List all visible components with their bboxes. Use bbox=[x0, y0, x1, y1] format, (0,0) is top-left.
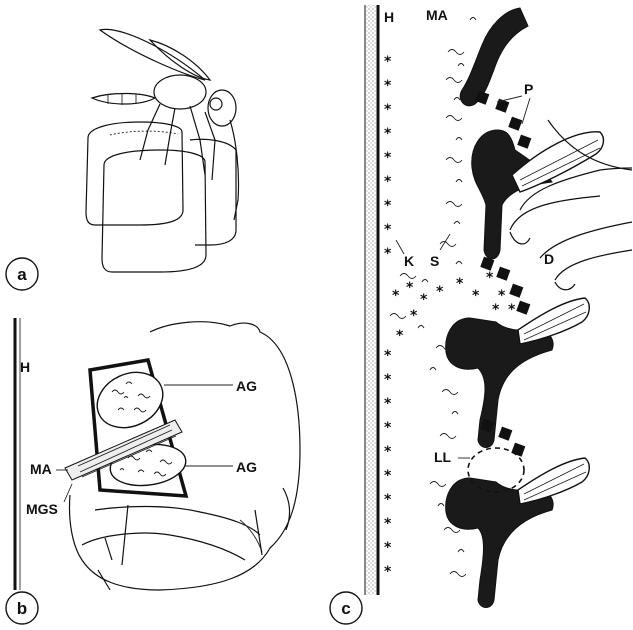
svg-text:*: * bbox=[384, 396, 392, 412]
svg-text:*: * bbox=[384, 150, 392, 166]
panel-a: a bbox=[6, 29, 239, 290]
panel-b: H bbox=[6, 318, 300, 624]
svg-text:*: * bbox=[384, 372, 392, 388]
b-label-AG-upper: AG bbox=[236, 378, 257, 394]
panel-a-letter: a bbox=[17, 265, 27, 284]
svg-text:*: * bbox=[384, 444, 392, 460]
svg-text:*: * bbox=[384, 126, 392, 142]
svg-text:*: * bbox=[392, 288, 400, 304]
svg-text:*: * bbox=[384, 174, 392, 190]
svg-text:*: * bbox=[456, 276, 464, 292]
svg-text:*: * bbox=[384, 246, 392, 262]
c-label-K: K bbox=[404, 253, 414, 269]
panel-b-letter: b bbox=[17, 599, 27, 618]
b-label-MGS: MGS bbox=[26, 501, 58, 517]
svg-text:*: * bbox=[384, 54, 392, 70]
c-label-D: D bbox=[544, 251, 554, 267]
c-label-MA: MA bbox=[426, 7, 448, 23]
svg-text:*: * bbox=[384, 420, 392, 436]
c-fibrous-bundles bbox=[512, 132, 603, 504]
svg-text:*: * bbox=[384, 540, 392, 556]
panel-c: H ** ** ** ** ** ** ** ** ** * ** ** ** … bbox=[330, 5, 632, 624]
svg-text:*: * bbox=[384, 102, 392, 118]
svg-text:*: * bbox=[406, 280, 414, 296]
c-label-H: H bbox=[384, 9, 394, 25]
brood-cells-drawing bbox=[86, 122, 236, 272]
svg-text:*: * bbox=[384, 516, 392, 532]
b-label-MA: MA bbox=[30, 461, 52, 477]
c-label-LL: LL bbox=[434, 449, 452, 465]
svg-text:*: * bbox=[384, 492, 392, 508]
c-label-S: S bbox=[430, 253, 439, 269]
svg-text:*: * bbox=[396, 328, 404, 344]
svg-text:*: * bbox=[384, 78, 392, 94]
svg-text:*: * bbox=[384, 348, 392, 364]
svg-text:*: * bbox=[436, 284, 444, 300]
svg-text:*: * bbox=[410, 308, 418, 324]
svg-text:*: * bbox=[384, 222, 392, 238]
svg-text:*: * bbox=[384, 564, 392, 580]
c-label-P: P bbox=[524, 81, 533, 97]
b-label-H: H bbox=[20, 359, 30, 375]
wasp-drawing bbox=[92, 29, 239, 220]
svg-text:*: * bbox=[420, 292, 428, 308]
c-dark-lobes bbox=[446, 8, 553, 608]
b-label-AG-lower: AG bbox=[236, 459, 257, 475]
svg-text:*: * bbox=[508, 302, 516, 318]
svg-text:*: * bbox=[384, 468, 392, 484]
panel-c-letter: c bbox=[341, 599, 350, 618]
svg-text:*: * bbox=[492, 302, 500, 318]
c-cuticle-stipple bbox=[366, 5, 376, 595]
svg-text:*: * bbox=[486, 270, 494, 286]
svg-text:*: * bbox=[384, 198, 392, 214]
svg-text:*: * bbox=[472, 288, 480, 304]
